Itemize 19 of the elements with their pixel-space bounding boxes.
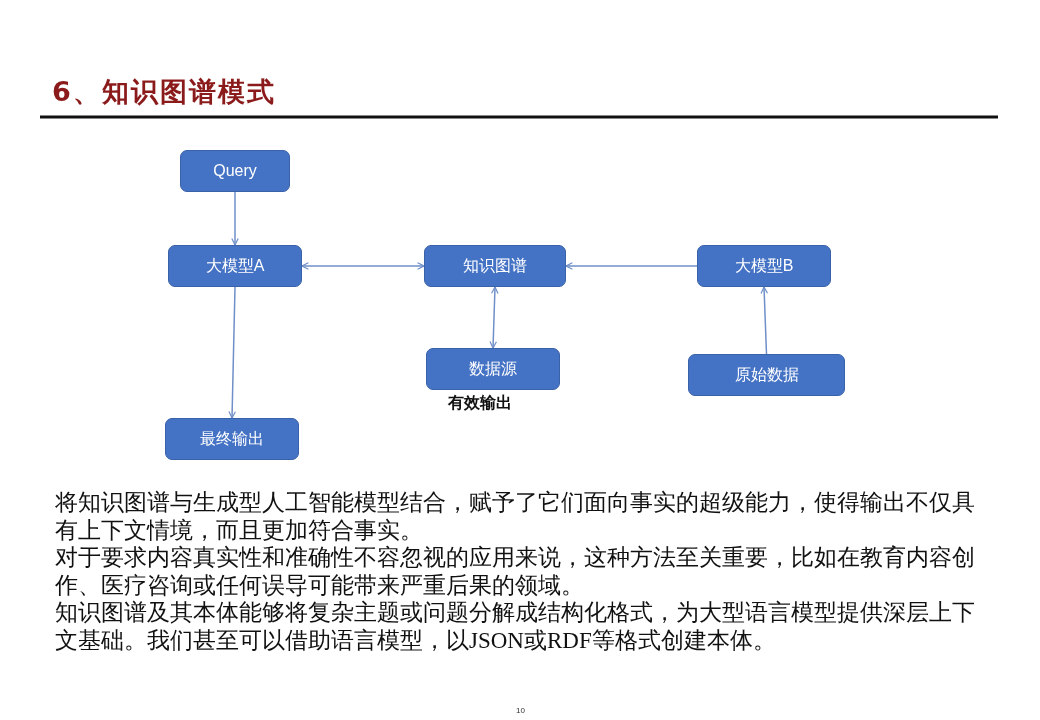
body-paragraph: 对于要求内容真实性和准确性不容忽视的应用来说，这种方法至关重要，比如在教育内容创作、医疗咨询或任何误导可能带来严重后果的领域。 <box>55 544 976 599</box>
process-box: 原始数据 <box>688 354 845 396</box>
slide-title: 6、知识图谱模式 <box>52 75 276 109</box>
body-paragraph: 将知识图谱与生成型人工智能模型结合，赋予了它们面向事实的超级能力，使得输出不仅具有上下文情境，而且更加符合事实。 <box>55 489 976 544</box>
arrow <box>760 286 769 355</box>
page-number: 10 <box>516 706 525 715</box>
process-box: 大模型B <box>697 245 831 287</box>
process-box: 大模型A <box>168 245 302 287</box>
process-box: 最终输出 <box>165 418 299 460</box>
box-caption: 有效输出 <box>448 393 512 413</box>
process-box: Query <box>180 150 290 192</box>
arrow <box>301 262 425 270</box>
arrow <box>565 262 698 270</box>
process-box: 数据源 <box>426 348 560 390</box>
process-box: 知识图谱 <box>424 245 566 287</box>
arrow <box>231 191 239 246</box>
body-paragraph: 知识图谱及其本体能够将复杂主题或问题分解成结构化格式，为大型语言模型提供深层上下文基础。我们甚至可以借助语言模型，以JSON或RDF等格式创建本体。 <box>55 599 976 654</box>
arrow <box>489 286 499 349</box>
arrow <box>228 286 236 419</box>
